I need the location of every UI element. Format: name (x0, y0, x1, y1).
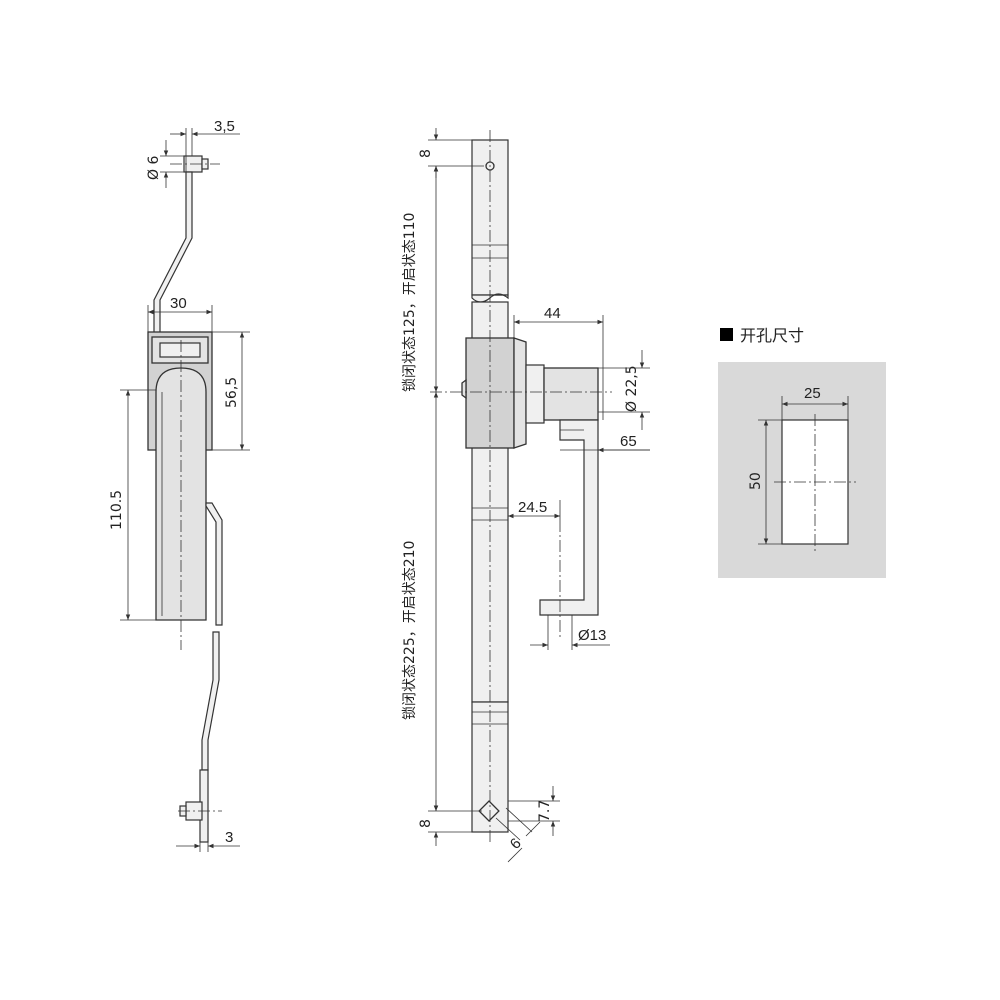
dim-handle-length: 110.5 (109, 490, 125, 530)
cutout-title: 开孔尺寸 (740, 326, 804, 345)
dim-upper-height: 56,5 (224, 377, 240, 408)
dim-bottom-8: 8 (418, 819, 434, 828)
dim-24-5: 24.5 (518, 499, 547, 516)
dim-65: 65 (620, 433, 637, 450)
dim-44: 44 (544, 305, 561, 322)
front-handle (539, 419, 599, 616)
dim-housing-width: 30 (170, 295, 187, 312)
title-marker-square (720, 328, 733, 341)
label-lower-length: 锁闭状态225，开启状态210 (402, 541, 418, 720)
lower-rod (205, 502, 223, 626)
dim-diameter-13: Ø13 (578, 627, 606, 644)
dim-bottom-offset: 3 (225, 829, 233, 846)
cutout-panel: 开孔尺寸 25 50 (718, 326, 886, 578)
dim-diameter-22-5: Ø 22,5 (624, 365, 640, 412)
front-view: 8 锁闭状态125，开启状态110 锁闭状态225，开启状态210 8 44 Ø… (402, 128, 650, 863)
cutout-width: 25 (804, 385, 821, 402)
cutout-height: 50 (748, 472, 764, 490)
dim-6: 6 (507, 835, 525, 853)
dim-top-offset: 3,5 (214, 118, 235, 135)
dim-pin-diameter: Ø 6 (146, 156, 162, 180)
dim-7-7: 7.7 (537, 800, 553, 822)
label-upper-length: 锁闭状态125，开启状态110 (402, 213, 418, 392)
front-housing (461, 337, 599, 449)
side-view: 3,5 Ø 6 30 56,5 110.5 3 (109, 118, 250, 852)
dim-top-8: 8 (418, 149, 434, 158)
